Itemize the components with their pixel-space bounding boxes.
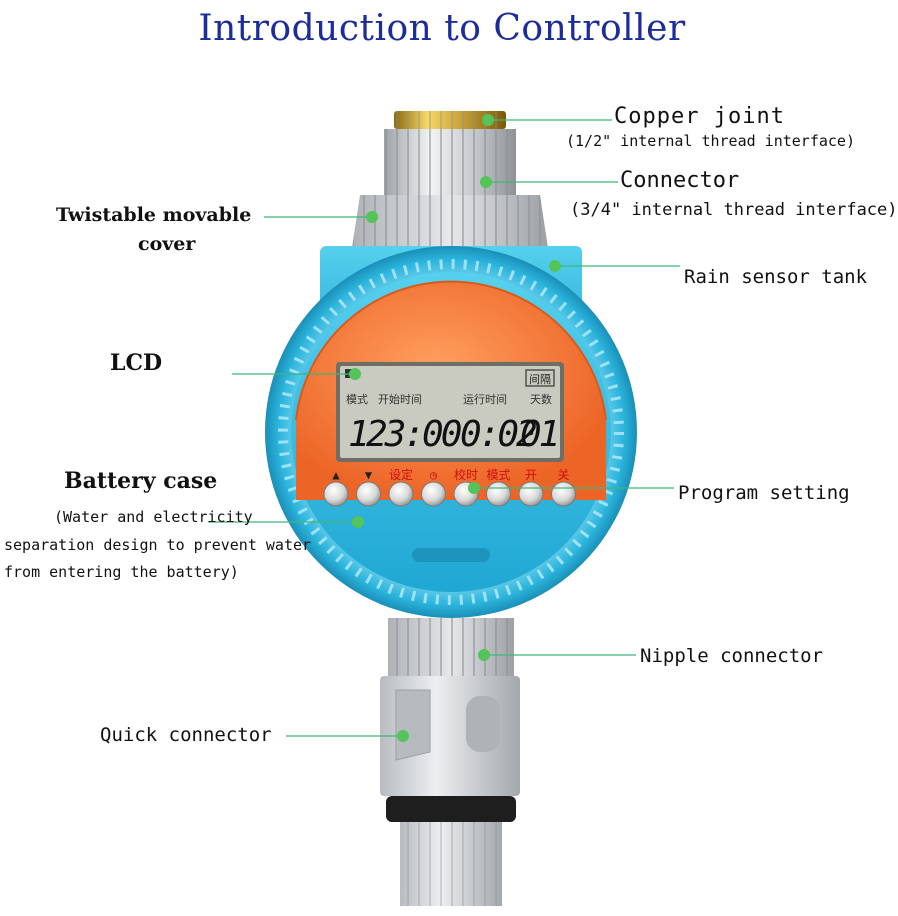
- button-label-4: 校时: [454, 467, 478, 482]
- page-title: Introduction to Controller: [198, 8, 686, 49]
- label-nipple-connector: Nipple connector: [640, 645, 824, 667]
- program-button-3[interactable]: [421, 481, 446, 507]
- leader-dot-connector: [480, 176, 492, 188]
- button-label-7: 关: [557, 468, 569, 482]
- label-copper-joint-sub: (1/2" internal thread interface): [566, 132, 855, 150]
- lcd-digit-mode: 1: [348, 414, 370, 455]
- connector-part: [384, 129, 516, 195]
- button-label-0: ▲: [332, 468, 340, 482]
- leader-dot-lcd: [349, 368, 361, 380]
- program-button-5[interactable]: [486, 481, 511, 507]
- button-label-2: 设定: [389, 467, 413, 482]
- leader-dot-copper-joint: [482, 114, 494, 126]
- label-rain-sensor: Rain sensor tank: [684, 266, 868, 288]
- nipple-connector-part: [388, 618, 514, 676]
- lcd-digit-start: 23:00: [366, 414, 461, 455]
- twistable-cover-part: [352, 195, 548, 248]
- leader-dot-quick: [397, 730, 409, 742]
- program-button-6[interactable]: [518, 481, 544, 507]
- lcd-caption-run: 运行时间: [463, 393, 507, 406]
- button-label-1: ▼: [365, 468, 373, 482]
- lcd-caption-mode: 模式: [346, 393, 368, 406]
- lcd-digit-days: 01: [520, 414, 557, 455]
- lcd-badge-text: 间隔: [529, 373, 551, 386]
- program-button-7[interactable]: [551, 481, 576, 507]
- leader-dot-program: [468, 482, 480, 494]
- copper-joint-part: [394, 111, 506, 129]
- button-label-5: 模式: [486, 468, 510, 482]
- program-button-2[interactable]: [388, 481, 414, 507]
- program-button-1[interactable]: [356, 481, 381, 507]
- label-battery-sub1: (Water and electricity: [54, 508, 253, 526]
- label-connector-sub: (3/4" internal thread interface): [570, 200, 898, 220]
- quick-connector-part: [380, 676, 520, 906]
- label-battery-sub2: separation design to prevent water: [4, 536, 312, 554]
- leader-dot-battery: [352, 516, 364, 528]
- leader-dot-rain-sensor: [549, 260, 561, 272]
- label-program-setting: Program setting: [678, 482, 850, 504]
- lcd-screen: 间隔 模式 开始时间 运行时间 天数 1 23:00 0:02 01: [336, 362, 564, 462]
- leader-dot-twistable: [366, 211, 378, 223]
- leader-dot-nipple: [478, 649, 490, 661]
- label-lcd: LCD: [110, 350, 163, 376]
- lcd-caption-days: 天数: [530, 393, 552, 406]
- program-button-0[interactable]: [323, 481, 349, 507]
- lcd-caption-start: 开始时间: [378, 392, 422, 406]
- label-connector: Connector: [620, 168, 740, 193]
- button-label-3: ◷: [430, 468, 438, 482]
- lcd-digit-run: 0:02: [460, 414, 536, 455]
- label-copper-joint: Copper joint: [614, 104, 785, 129]
- button-label-6: 开: [525, 468, 537, 482]
- label-battery-case: Battery case: [64, 468, 218, 494]
- label-quick-connector: Quick connector: [100, 724, 272, 746]
- leader-lines: [208, 114, 680, 742]
- label-twistable-line1: Twistable movable: [56, 204, 252, 226]
- label-battery-sub3: from entering the battery): [4, 563, 239, 581]
- label-twistable-line2: cover: [138, 233, 196, 255]
